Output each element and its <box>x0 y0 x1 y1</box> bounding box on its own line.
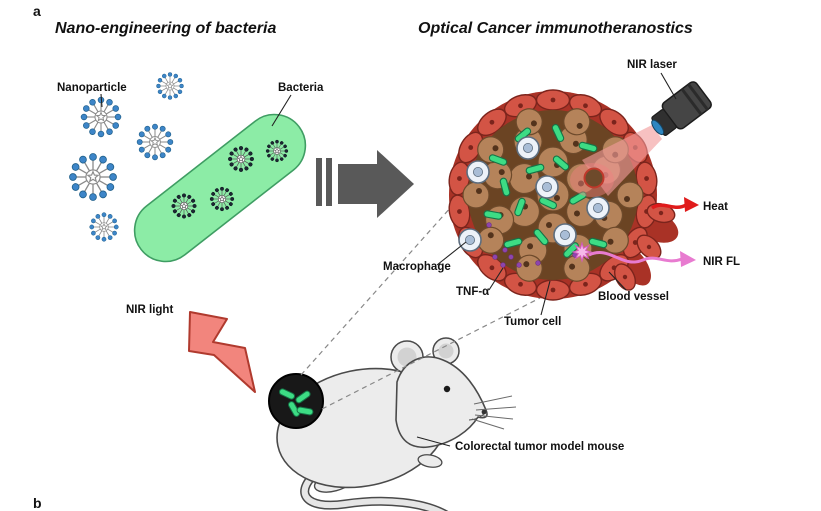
panel-label-b: b <box>33 495 42 511</box>
process-arrow-icon <box>316 150 414 218</box>
panel-label-a: a <box>33 3 41 19</box>
nanoparticle-label: Nanoparticle <box>57 82 127 94</box>
tnf-pointer <box>488 267 504 291</box>
nir-laser-label: NIR laser <box>627 59 677 71</box>
nir-light-bolt-icon <box>188 311 256 393</box>
mouse-nose <box>481 409 487 415</box>
tnf-alpha-dots <box>486 222 578 268</box>
heat-arrow-icon <box>650 197 699 212</box>
mouse-head <box>395 356 488 449</box>
mouse-eye <box>443 385 451 393</box>
colorectal-mouse-label: Colorectal tumor model mouse <box>455 441 624 453</box>
bacteria-pointer <box>271 94 292 127</box>
tnf-label: TNF-α <box>456 286 489 298</box>
mouse-front-paw <box>417 454 443 468</box>
tumor-cell-label: Tumor cell <box>504 316 561 328</box>
tumor-cross-section <box>448 89 679 301</box>
mouse-pointer <box>416 436 451 447</box>
left-title: Nano-engineering of bacteria <box>55 20 276 37</box>
blood-vessel-ring-cells <box>448 89 676 301</box>
macrophage-pointer <box>436 241 467 266</box>
heat-label: Heat <box>703 201 728 213</box>
label-pointer-lines <box>100 72 677 447</box>
macrophage-label: Macrophage <box>383 261 451 273</box>
mouse-mouth <box>468 413 485 421</box>
nanoparticle-pointer <box>100 93 103 108</box>
tumor-bacteria-rods <box>483 123 608 258</box>
window-bacteria-rods <box>278 388 314 417</box>
mouse-whiskers <box>471 395 517 430</box>
bacterium-body <box>133 113 307 263</box>
nir-laser-pointer <box>660 72 677 100</box>
blood-vessel-label: Blood vessel <box>598 291 669 303</box>
bacteria-label: Bacteria <box>278 82 324 94</box>
laser-lens <box>651 119 665 136</box>
laser-impact-spot <box>583 167 605 189</box>
nir-light-label: NIR light <box>126 304 173 316</box>
nir-laser-device <box>651 81 712 137</box>
macrophage-cells <box>458 136 610 252</box>
engineered-bacterium <box>133 113 307 263</box>
fluorescence-burst <box>571 241 593 263</box>
magnification-dashed-lines <box>300 205 541 410</box>
mouse-tail <box>301 465 446 511</box>
blood-vessel-pointer <box>608 271 627 291</box>
nir-fl-arrow-icon <box>571 241 696 267</box>
tumor-window-on-mouse <box>268 373 324 429</box>
right-title: Optical Cancer immunotheranostics <box>418 20 693 37</box>
tumor-cell-pointer <box>540 280 551 316</box>
nir-fl-label: NIR FL <box>703 256 740 268</box>
